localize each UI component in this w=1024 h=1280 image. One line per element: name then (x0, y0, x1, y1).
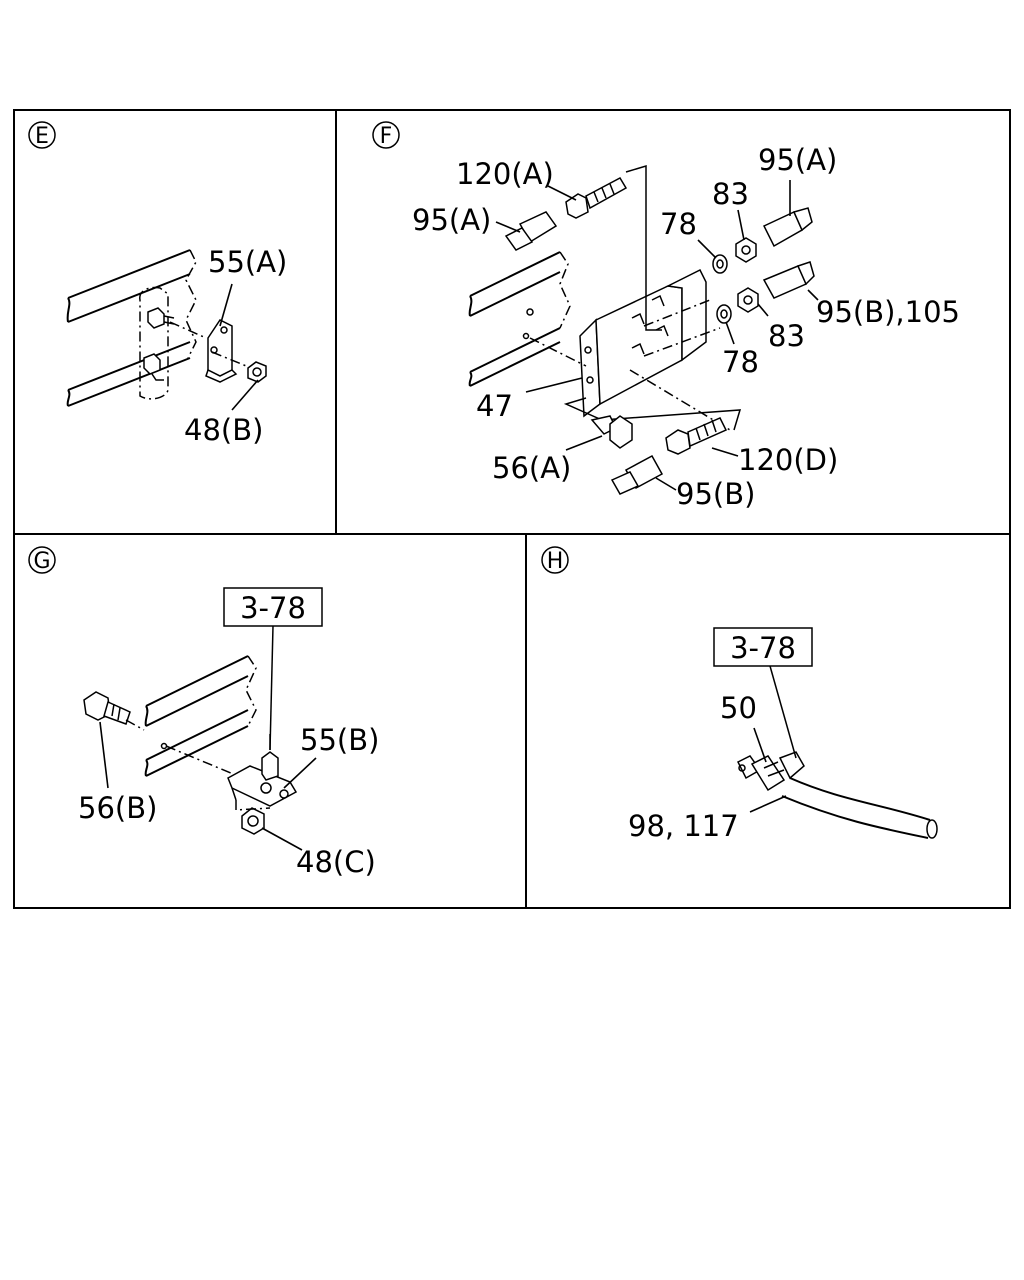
part-label: 78 (660, 207, 697, 241)
clip-icon (205, 319, 238, 383)
section-e-circle (28, 121, 56, 149)
part-label: 83 (712, 177, 749, 211)
stud-icon (147, 307, 175, 329)
section-h-marker: H (541, 546, 569, 574)
section-f-marker: F (372, 121, 400, 149)
reference-box-frame (713, 627, 813, 667)
section-g: G 3-78 (28, 546, 379, 879)
part-label: 98, 117 (628, 809, 739, 843)
leader-line (231, 379, 259, 411)
fitting-icon (736, 751, 805, 792)
washer-icon (712, 254, 728, 274)
section-g-letter: G (33, 549, 50, 574)
bracket-icon (579, 268, 707, 418)
nut-icon (737, 287, 759, 313)
section-e-letter: E (35, 124, 49, 149)
nut-icon (241, 807, 265, 835)
hose-icon (781, 777, 938, 839)
section-e-marker: E (28, 121, 56, 149)
bolt-icon (665, 417, 728, 455)
section-g-marker: G (28, 546, 56, 574)
part-label: 95(B),105 (816, 295, 960, 329)
reference-box: 3-78 (713, 627, 813, 667)
part-label: 95(A) (758, 143, 837, 177)
part-label: 56(B) (78, 791, 157, 825)
connector-icon (610, 454, 664, 495)
section-h: H 3-78 50 98, 117 (541, 546, 938, 843)
section-f: F (372, 121, 960, 511)
part-label: 120(D) (738, 443, 838, 477)
nut-icon (735, 237, 757, 263)
bolt-icon (590, 415, 633, 449)
bolt-icon (83, 691, 131, 725)
section-f-circle (372, 121, 400, 149)
connector-icon (762, 261, 815, 299)
part-label: 48(B) (184, 413, 263, 447)
reference-box-label: 3-78 (240, 591, 306, 625)
section-g-frame-rail (144, 655, 257, 777)
stud-icon (143, 353, 164, 381)
connector-icon (762, 207, 813, 248)
reference-box-label: 3-78 (730, 631, 796, 665)
outer-frame (13, 109, 1011, 909)
part-label: 47 (476, 389, 513, 423)
nut-icon (247, 361, 267, 383)
part-label: 95(B) (676, 477, 755, 511)
part-label: 56(A) (492, 451, 571, 485)
section-f-frame-rail (468, 251, 571, 387)
panel-frames (13, 109, 1011, 909)
leader-line (219, 283, 233, 327)
section-e-frame-rail (66, 249, 197, 407)
part-label: 55(A) (208, 245, 287, 279)
section-e: E (28, 121, 287, 447)
part-label: 50 (720, 691, 757, 725)
section-h-letter: H (547, 549, 564, 574)
clip-icon (227, 734, 298, 807)
washer-icon (716, 304, 732, 324)
section-e-mount-plate (139, 286, 175, 400)
bolt-icon (565, 177, 628, 219)
part-label: 95(A) (412, 203, 491, 237)
reference-box: 3-78 (223, 587, 323, 627)
connector-icon (504, 211, 558, 251)
part-label: 48(C) (296, 845, 376, 879)
part-label: 78 (722, 345, 759, 379)
part-label: 83 (768, 319, 805, 353)
section-g-circle (28, 546, 56, 574)
part-label: 55(B) (300, 723, 379, 757)
section-f-letter: F (380, 124, 393, 149)
section-h-circle (541, 546, 569, 574)
part-label: 120(A) (456, 157, 554, 191)
